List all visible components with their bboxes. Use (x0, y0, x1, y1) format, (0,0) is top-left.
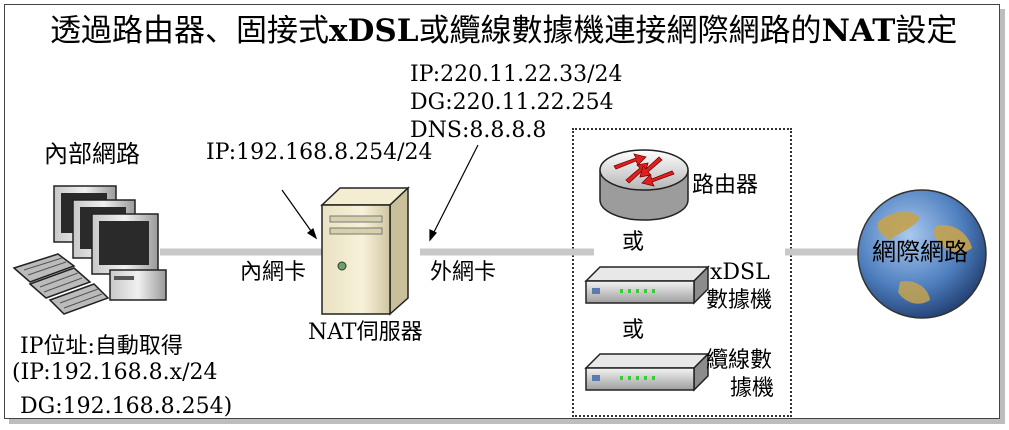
inner-nic-ip: IP:192.168.8.254/24 (206, 140, 433, 165)
cable-modem-icon (584, 352, 710, 392)
diagram-title: 透過路由器、固接式xDSL或纜線數據機連接網際網路的NAT設定 (50, 13, 958, 49)
diagram-frame (4, 4, 1000, 419)
xdsl-label-line1: xDSL (710, 260, 770, 285)
cable-modem-label-line1: 纜線數 (706, 348, 773, 373)
or-label-1: 或 (622, 230, 645, 255)
client-default-gateway: DG:192.168.8.254) (20, 394, 233, 419)
client-ip-range: (IP:192.168.8.x/24 (12, 360, 218, 385)
client-ip-setting: IP位址:自動取得 (20, 334, 183, 359)
router-icon (599, 149, 689, 221)
nat-server-icon (320, 186, 410, 316)
outer-nic-ip: IP:220.11.22.33/24 (410, 62, 623, 87)
xdsl-label-line2: 數據機 (706, 288, 773, 313)
workstations-icon (12, 185, 167, 315)
wan-device-options-box (572, 128, 792, 417)
router-label: 路由器 (692, 173, 759, 198)
outer-nic-label: 外網卡 (430, 260, 497, 285)
or-label-2: 或 (622, 318, 645, 343)
internet-globe-icon (857, 189, 987, 319)
nat-server-label: NAT伺服器 (308, 320, 423, 345)
outer-nic-dns: DNS:8.8.8.8 (410, 118, 547, 143)
outer-nic-gateway: DG:220.11.22.254 (410, 90, 614, 115)
internal-network-label: 內部網路 (44, 140, 140, 168)
cable-modem-label-line2: 據機 (730, 376, 775, 401)
inner-nic-label: 內網卡 (240, 260, 307, 285)
xdsl-modem-icon (584, 265, 710, 305)
internet-label: 網際網路 (872, 238, 968, 266)
annotation-arrows (281, 144, 479, 242)
